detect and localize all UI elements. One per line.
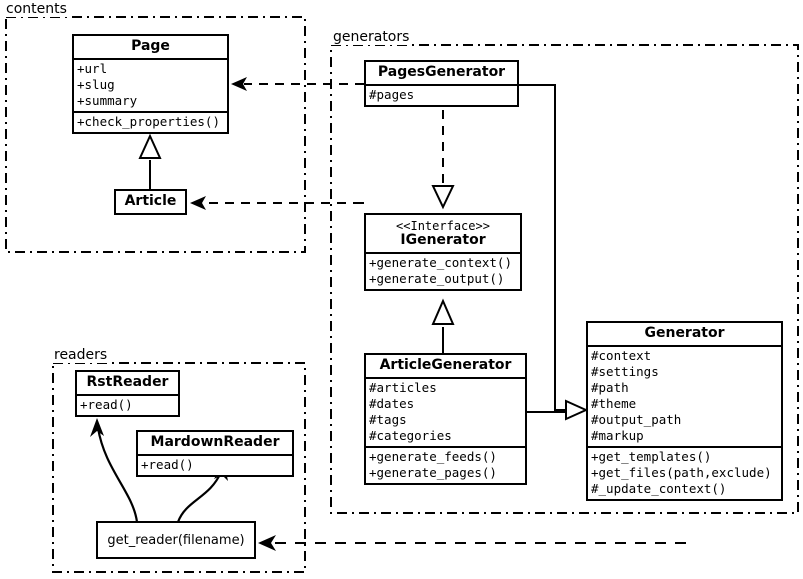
class-stereotype-igenerator: <<Interface>> <box>396 219 490 233</box>
class-box-pagesgenerator[interactable]: PagesGenerator #pages <box>364 60 519 107</box>
class-attributes-generator: #context #settings #path #theme #output_… <box>588 345 781 446</box>
class-attribute: #path <box>591 380 629 395</box>
class-title-page: Page <box>131 38 170 54</box>
relationship-articlegenerator-to-igenerator <box>431 298 455 355</box>
package-label-contents: contents <box>4 1 69 17</box>
class-operation: +generate_feeds() <box>369 449 497 464</box>
relationship-article-to-page <box>138 133 162 190</box>
class-attribute: #theme <box>591 396 637 411</box>
class-attribute: #pages <box>369 87 415 102</box>
relationship-getreader-to-rstreader <box>90 418 139 523</box>
class-attribute: #categories <box>369 428 452 443</box>
class-title-igenerator: <<Interface>> IGenerator <box>366 215 520 252</box>
class-box-articlegenerator[interactable]: ArticleGenerator #articles #dates #tags … <box>364 353 527 485</box>
class-operation: +read() <box>141 457 194 472</box>
class-attribute: #articles <box>369 380 437 395</box>
relationship-generator-to-getreader <box>258 535 686 551</box>
function-label-get-reader: get_reader(filename) <box>107 532 245 548</box>
class-attribute: #markup <box>591 428 644 443</box>
class-attributes-page: +url +slug +summary <box>74 58 227 111</box>
class-operation: +get_files(path,exclude) <box>591 465 772 480</box>
relationship-pagesgenerator-to-igenerator <box>431 110 455 210</box>
class-box-mardownreader[interactable]: MardownReader +read() <box>136 430 294 477</box>
class-box-rstreader[interactable]: RstReader +read() <box>75 370 180 417</box>
class-operations-page: +check_properties() <box>74 111 227 132</box>
class-title-generator: Generator <box>644 325 725 341</box>
class-box-igenerator[interactable]: <<Interface>> IGenerator +generate_conte… <box>364 213 522 291</box>
class-attribute: +summary <box>77 93 138 108</box>
relationship-articlegenerator-to-article <box>190 196 364 210</box>
class-title-pagesgenerator: PagesGenerator <box>377 64 506 80</box>
class-operations-generator: +get_templates() +get_files(path,exclude… <box>588 446 781 499</box>
relationship-pagesgenerator-to-page <box>231 77 364 91</box>
class-operation: +generate_output() <box>369 271 505 286</box>
class-operations-rstreader: +read() <box>77 394 178 415</box>
class-attribute: #output_path <box>591 412 682 427</box>
package-label-generators: generators <box>331 29 412 45</box>
class-operation: +generate_context() <box>369 255 512 270</box>
class-operation: +read() <box>80 397 133 412</box>
class-title-rstreader: RstReader <box>86 374 169 390</box>
class-attribute: #context <box>591 348 652 363</box>
class-box-page[interactable]: Page +url +slug +summary +check_properti… <box>72 34 229 134</box>
class-title-mardownreader: MardownReader <box>150 434 280 450</box>
package-label-readers: readers <box>52 347 110 363</box>
class-attribute: +url <box>77 61 108 76</box>
class-attribute: #tags <box>369 412 407 427</box>
class-attributes-pagesgenerator: #pages <box>366 84 517 105</box>
class-attribute: +slug <box>77 77 115 92</box>
class-operation: +check_properties() <box>77 114 220 129</box>
class-operation: #_update_context() <box>591 481 727 496</box>
class-operation: +generate_pages() <box>369 465 497 480</box>
class-attribute: #settings <box>591 364 659 379</box>
class-operations-igenerator: +generate_context() +generate_output() <box>366 252 520 289</box>
class-name-igenerator: IGenerator <box>400 232 486 248</box>
class-operations-articlegenerator: +generate_feeds() +generate_pages() <box>366 446 525 483</box>
class-title-articlegenerator: ArticleGenerator <box>379 357 512 373</box>
class-box-article[interactable]: Article <box>114 189 187 215</box>
relationship-pagesgenerator-to-generator <box>519 84 589 421</box>
class-operation: +get_templates() <box>591 449 712 464</box>
class-attribute: #dates <box>369 396 415 411</box>
function-box-get-reader[interactable]: get_reader(filename) <box>96 521 256 559</box>
class-box-generator[interactable]: Generator #context #settings #path #them… <box>586 321 783 501</box>
class-title-article: Article <box>124 193 177 209</box>
class-operations-mardownreader: +read() <box>138 454 292 475</box>
class-attributes-articlegenerator: #articles #dates #tags #categories <box>366 377 525 446</box>
